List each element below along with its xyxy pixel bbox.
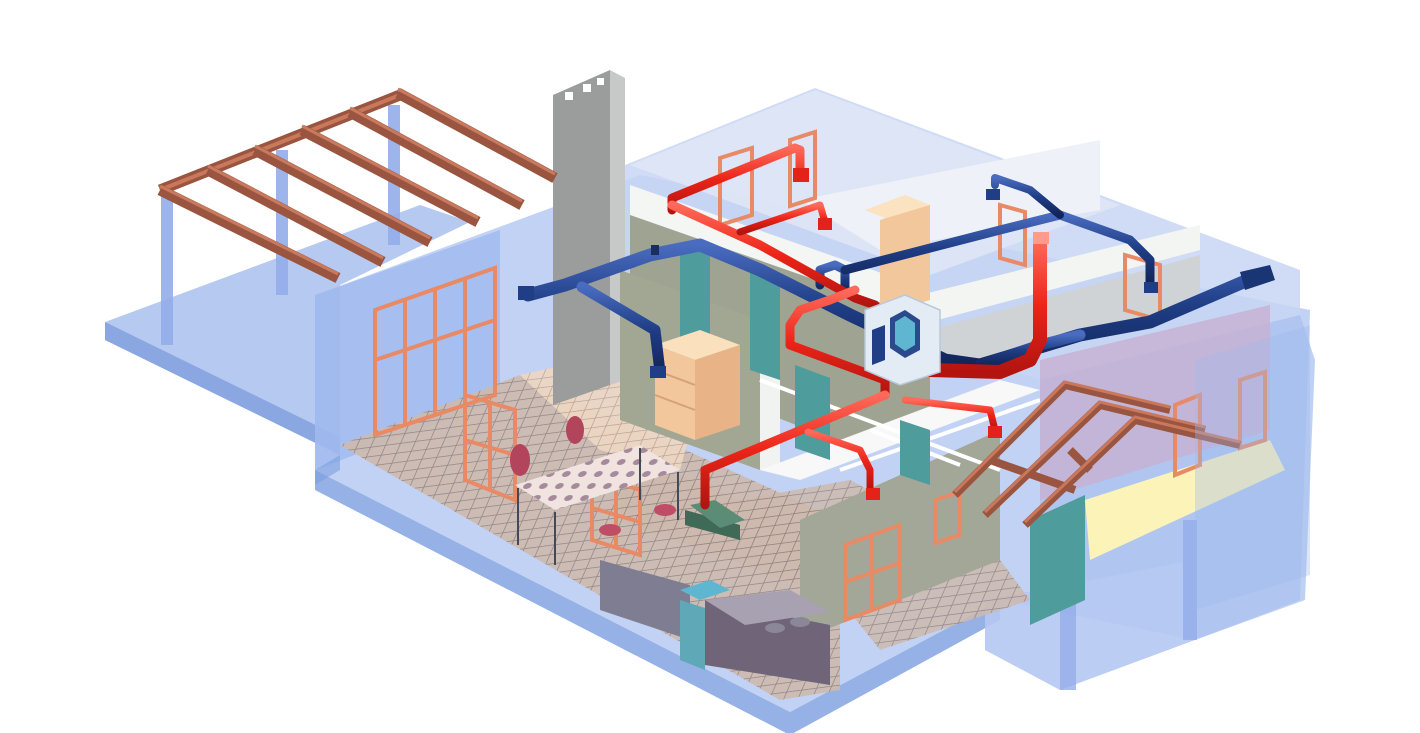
front-door: [1030, 495, 1085, 625]
exhaust-ducts-blue: [521, 174, 1262, 378]
exterior-vent-hood: [1240, 265, 1275, 290]
supply-diffusers: [793, 168, 1049, 500]
vent-grille: [650, 366, 666, 378]
pergola-beams: [157, 87, 558, 283]
diffuser: [988, 426, 1002, 438]
patio-slab: [105, 205, 470, 455]
roof-trusses: [952, 380, 1241, 528]
exhaust-vents: [518, 189, 1275, 378]
stove-top: [680, 580, 730, 600]
dining-set: [510, 416, 680, 565]
doors: [680, 245, 1085, 625]
vent-grille: [1144, 282, 1158, 293]
diffuser: [793, 168, 809, 182]
diffuser: [866, 488, 880, 500]
chimney: [553, 70, 625, 405]
supply-ducts-red: [667, 143, 1047, 510]
diffuser: [818, 218, 832, 230]
vent-grille: [986, 189, 1000, 200]
glass-overlay: [315, 325, 1310, 610]
roof-trusses-highlight: [953, 380, 1241, 524]
vent-grille: [518, 286, 534, 300]
hrv-unit: [864, 294, 941, 386]
roof-intake: [1033, 232, 1049, 244]
kitchen-counter: [600, 560, 830, 685]
